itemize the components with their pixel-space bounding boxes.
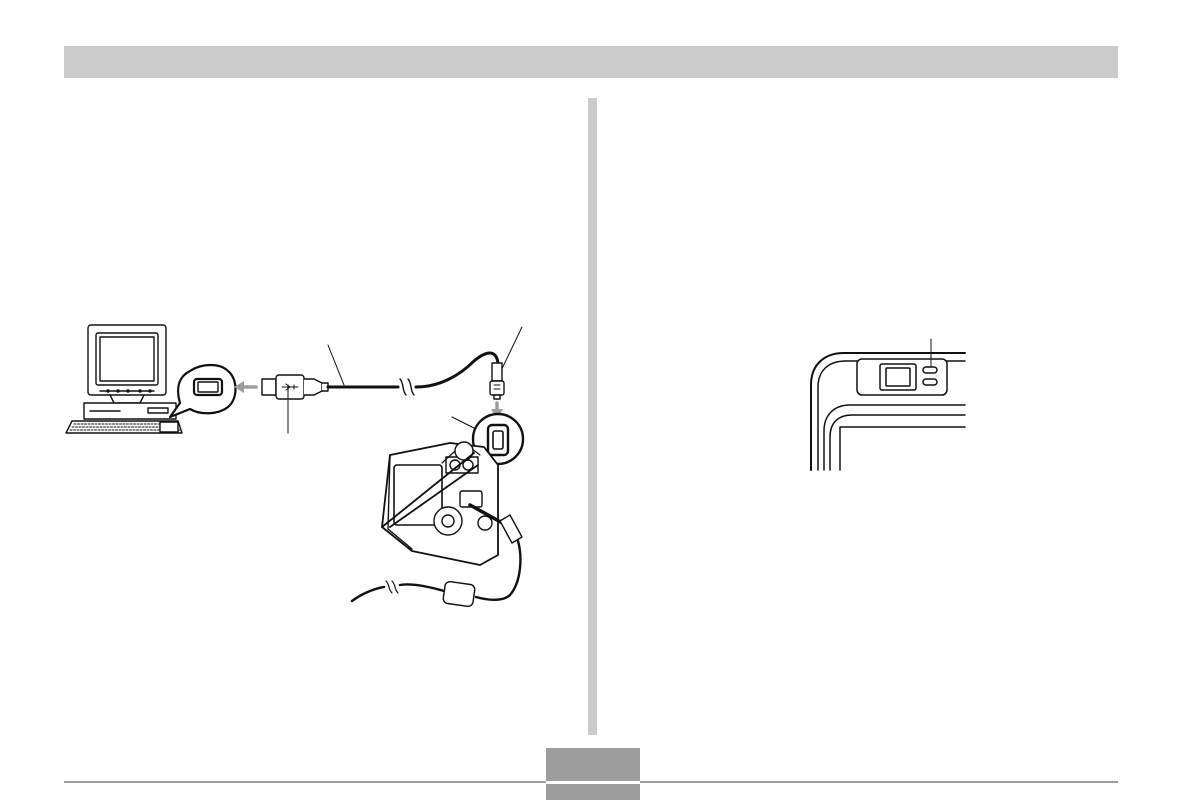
computer-base-icon xyxy=(83,402,177,420)
camera-back-outline-icon xyxy=(810,352,966,471)
power-cable-icon xyxy=(350,503,523,608)
keyboard-icon xyxy=(65,420,183,434)
camera-lamp-illustration xyxy=(800,325,975,475)
page-tab-gap xyxy=(546,781,640,784)
arrow-to-computer-icon xyxy=(234,381,258,393)
operation-lamp-icon xyxy=(922,338,938,386)
viewfinder-icon xyxy=(856,358,948,396)
camera-body-icon xyxy=(381,441,499,566)
computer-monitor-icon xyxy=(87,324,167,404)
usb-plug-icon xyxy=(261,374,329,400)
page-number-tab xyxy=(546,748,640,800)
usb-port-callout-icon xyxy=(168,363,237,419)
column-divider xyxy=(588,98,597,735)
usb-cable-icon xyxy=(326,351,505,400)
header-bar xyxy=(64,46,1118,78)
usb-connection-illustration xyxy=(60,315,540,610)
